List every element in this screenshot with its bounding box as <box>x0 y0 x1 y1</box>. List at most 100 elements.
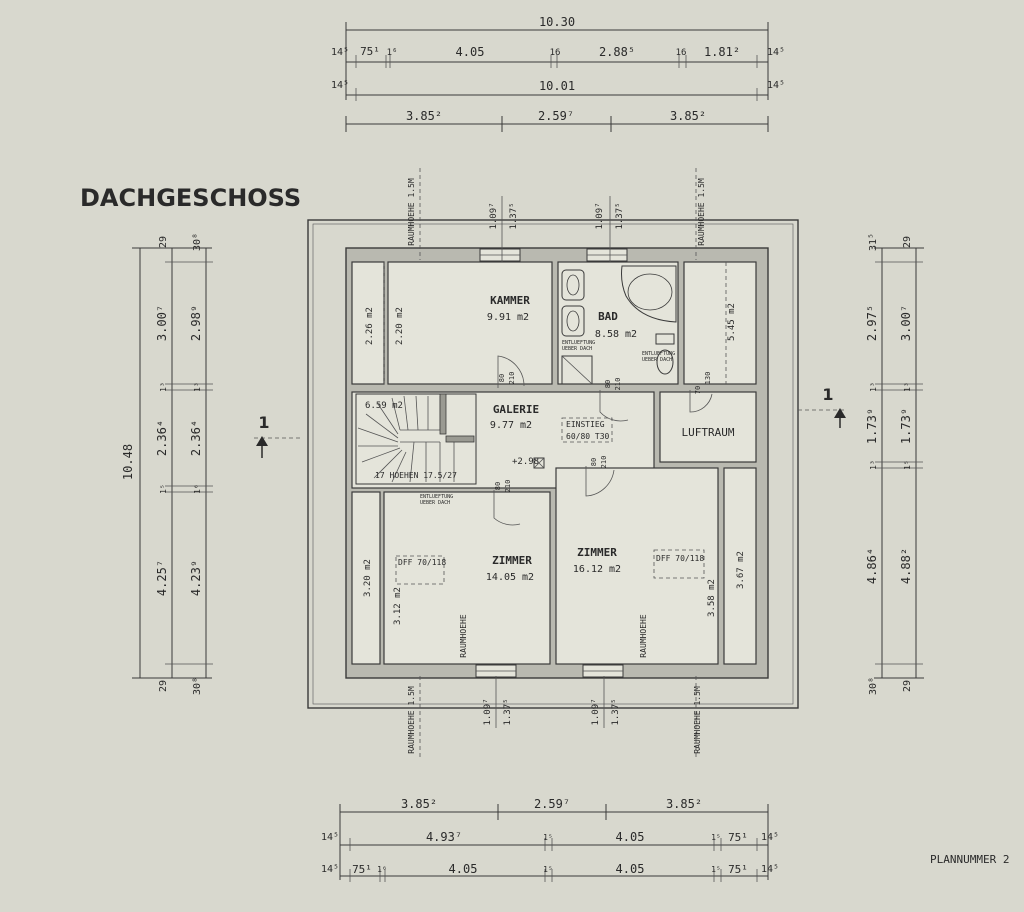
dim-left-c1-3: 2.36⁴ <box>155 420 169 456</box>
dim-left-c2-0: 30⁸ <box>192 233 203 251</box>
dim-bot-r3-1: 75¹ <box>352 863 372 876</box>
dim-right-c1-0: 31⁵ <box>868 233 879 251</box>
dim-left-total: 10.48 <box>121 444 135 480</box>
dim-left-c2-2: 1³ <box>193 382 202 392</box>
raumhoehe-bot-right: RAUMHOEHE 1.5M <box>693 686 702 754</box>
h137-bot-right: 1.37⁵ <box>611 698 621 725</box>
h109-bot-right: 1.09⁷ <box>591 698 601 725</box>
dim-bot-r3-7: 75¹ <box>728 863 748 876</box>
left-dimension-chain: 10.48 29 3.00⁷ 1³ 2.36⁴ 1⁵ 4.25⁷ 29 30⁸ … <box>121 233 213 695</box>
dim-top-r2-1: 75¹ <box>360 45 380 58</box>
dim-top-r4-2: 3.85² <box>670 109 706 123</box>
plan-number-label: PLANNUMMER 2 <box>930 853 1009 866</box>
dim-bot-r3-6: 1⁵ <box>711 865 721 874</box>
raumhoehe-zimmer-right: RAUMHOEHE <box>639 614 648 658</box>
level-mark: +2.98 <box>512 457 539 467</box>
dim-right-c2-4: 1⁵ <box>903 460 912 470</box>
room-zimmer-left-area: 14.05 m2 <box>486 572 534 583</box>
room-zimmer-right-area: 16.12 m2 <box>573 564 621 575</box>
door-bad-80: 80 <box>604 380 612 388</box>
door-bad-210: 210 <box>614 378 622 391</box>
section-marker-right <box>798 408 846 428</box>
h109-top-bad: 1.09⁷ <box>595 202 605 229</box>
dim-bot-r2-2: 1⁵ <box>543 833 553 842</box>
dim-left-c1-4: 1⁵ <box>159 484 168 494</box>
dim-bot-r2-0: 14⁵ <box>321 832 339 843</box>
room-galerie-name: GALERIE <box>493 403 539 416</box>
room-bad-area: 8.58 m2 <box>595 329 637 340</box>
dim-top-r2-3: 4.05 <box>456 45 485 59</box>
h137-bot-left: 1.37⁵ <box>503 698 513 725</box>
dim-right-c1-1: 2.97⁵ <box>865 305 879 341</box>
dim-left-c1-0: 29 <box>158 236 169 248</box>
dim-bot-r2-3: 4.05 <box>616 830 645 844</box>
area-right-bottom-inner: 3.58 m2 <box>707 579 717 617</box>
dim-bot-r3-8: 14⁵ <box>761 864 779 875</box>
dim-bot-r2-1: 4.93⁷ <box>426 830 462 844</box>
door-kammer-80: 80 <box>498 374 506 382</box>
h137-top-bad: 1.37⁵ <box>615 202 625 229</box>
dim-left-c1-5: 4.25⁷ <box>155 560 169 596</box>
area-kammer-slope: 2.20 m2 <box>395 307 405 345</box>
dim-right-c2-5: 4.88² <box>899 548 913 584</box>
dim-right-c2-0: 29 <box>902 236 913 248</box>
dim-left-c1-6: 29 <box>158 680 169 692</box>
dim-top-r3-left: 14⁵ <box>331 80 349 91</box>
plan-title: DACHGESCHOSS <box>80 184 301 212</box>
slope-lines <box>383 168 727 760</box>
door-zimmer-l-80: 80 <box>494 482 502 490</box>
dim-right-c2-2: 1³ <box>903 382 912 392</box>
dim-bot-r2-4: 1⁵ <box>711 833 721 842</box>
section-label-left: 1 <box>258 413 269 432</box>
area-right-top: 5.45 m2 <box>727 303 737 341</box>
room-luftraum-name: LUFTRAUM <box>682 426 735 439</box>
bathroom-fixtures <box>561 265 677 385</box>
windows <box>475 248 628 678</box>
raumhoehe-top-left: RAUMHOEHE 1.5M <box>407 178 416 246</box>
dim-bot-r1-1: 2.59⁷ <box>534 797 570 811</box>
skylight-left: DFF 70/118 <box>398 558 446 567</box>
entlueftung-galerie-1: ENTLUEFTUNG <box>420 494 453 500</box>
dim-left-c2-6: 30⁸ <box>192 677 203 695</box>
dim-bot-r2-5: 75¹ <box>728 831 748 844</box>
dim-top-r2-0: 14⁵ <box>331 47 349 58</box>
dim-top-r3-right: 14⁵ <box>767 80 785 91</box>
dim-top-r2-4: 16 <box>550 48 561 58</box>
door-right-70: 70 <box>694 386 702 394</box>
section-label-right: 1 <box>822 385 833 404</box>
room-zimmer-right-name: ZIMMER <box>577 546 617 559</box>
einstieg-line1: EINSTIEG <box>566 420 605 429</box>
door-right-130: 130 <box>704 372 712 385</box>
door-zimmer-r-80: 80 <box>590 458 598 466</box>
dim-top-total: 10.30 <box>539 15 575 29</box>
skylight-right: DFF 70/118 <box>656 554 704 563</box>
dim-left-c2-5: 4.23⁹ <box>189 560 203 596</box>
door-zimmer-l-210: 210 <box>504 480 512 493</box>
dim-left-c1-2: 1³ <box>159 382 168 392</box>
dim-right-c1-5: 4.86⁴ <box>865 548 879 584</box>
room-galerie-area: 9.77 m2 <box>490 420 532 431</box>
door-zimmer-r-210: 210 <box>600 456 608 469</box>
dim-bot-r3-2: 1⁶ <box>377 865 387 874</box>
level-symbol-icon <box>533 457 545 469</box>
right-dimension-chain: 31⁵ 2.97⁵ 1³ 1.73⁹ 1³ 4.86⁴ 30⁸ 29 3.00⁷… <box>865 233 924 695</box>
room-kammer-name: KAMMER <box>490 294 530 307</box>
top-dimension-chain: 10.30 14⁵ 75¹ 1⁶ 4.05 16 2.88⁵ 16 1.81² … <box>331 15 785 132</box>
dim-right-c1-2: 1³ <box>869 382 878 392</box>
area-stair: 6.59 m2 <box>365 401 403 411</box>
h109-top-kammer: 1.09⁷ <box>489 202 499 229</box>
dim-bot-r1-2: 3.85² <box>666 797 702 811</box>
room-kammer-area: 9.91 m2 <box>487 312 529 323</box>
dim-bot-r3-4: 1⁵ <box>543 865 553 874</box>
dim-left-c2-3: 2.36⁴ <box>189 420 203 456</box>
staircase <box>355 393 477 485</box>
entlueftung-bad2-2: UEBER DACH <box>642 357 672 363</box>
dim-top-r2-7: 1.81² <box>704 45 740 59</box>
dim-bot-r1-0: 3.85² <box>401 797 437 811</box>
dim-bot-r3-0: 14⁵ <box>321 864 339 875</box>
raumhoehe-zimmer-left: RAUMHOEHE <box>459 614 468 658</box>
einstieg-line2: 60/80 T30 <box>566 432 610 441</box>
entlueftung-bad2-1: ENTLUEFTUNG <box>642 351 675 357</box>
bottom-dimension-chain: 3.85² 2.59⁷ 3.85² 14⁵ 4.93⁷ 1⁵ 4.05 1⁵ 7… <box>321 797 779 882</box>
